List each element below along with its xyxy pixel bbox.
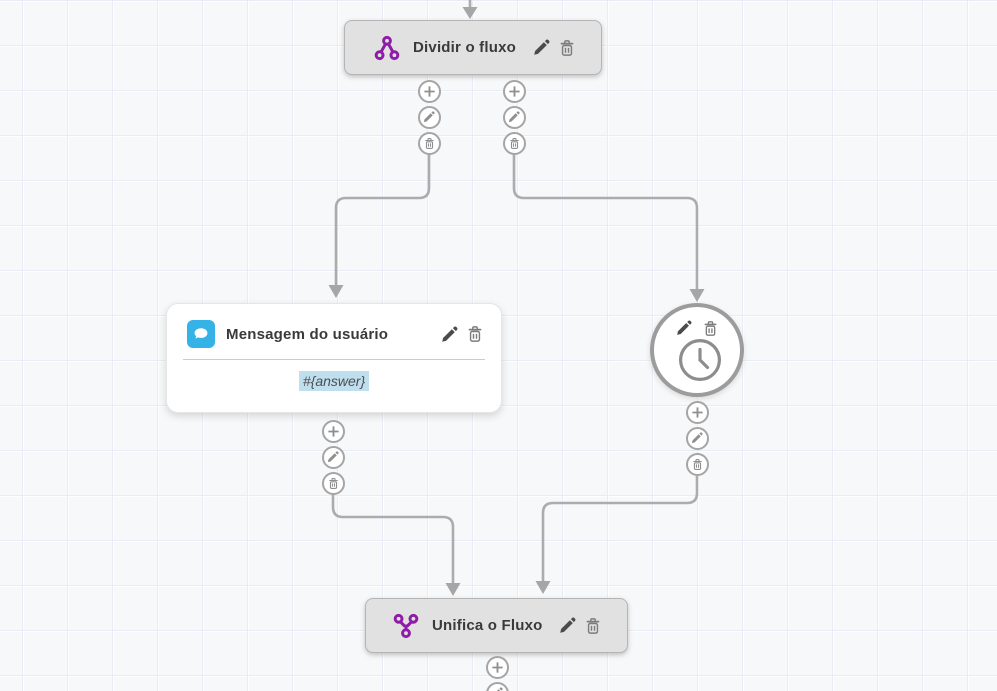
delete-node-button[interactable] (467, 325, 483, 343)
add-step-button[interactable] (417, 79, 441, 103)
clock-icon (677, 337, 723, 388)
connector-actions-split-left (417, 79, 441, 155)
split-flow-icon (374, 35, 400, 61)
delete-node-button[interactable] (559, 39, 575, 57)
add-step-button[interactable] (502, 79, 526, 103)
delete-connector-button[interactable] (417, 131, 441, 155)
arrowhead (689, 289, 705, 302)
connector-message-to-merge (331, 494, 455, 585)
edit-connector-button[interactable] (485, 681, 509, 691)
edit-node-button[interactable] (676, 320, 692, 337)
delete-connector-button[interactable] (321, 471, 345, 495)
delete-node-button[interactable] (703, 320, 718, 337)
edit-node-button[interactable] (559, 617, 576, 634)
delete-node-button[interactable] (585, 617, 601, 635)
connector-actions-timer (685, 400, 709, 476)
chat-bubble-icon (187, 320, 215, 348)
edit-connector-button[interactable] (321, 445, 345, 469)
edit-node-button[interactable] (533, 39, 550, 56)
arrowhead (535, 581, 551, 594)
delete-connector-button[interactable] (685, 452, 709, 476)
edit-connector-button[interactable] (685, 426, 709, 450)
edit-connector-button[interactable] (502, 105, 526, 129)
connector-actions-message (321, 419, 345, 495)
merge-flow-icon (393, 613, 419, 639)
add-step-button[interactable] (685, 400, 709, 424)
node-user-message[interactable]: Mensagem do usuário #{answer} (166, 303, 502, 413)
node-merge-flow[interactable]: Unifica o Fluxo (365, 598, 628, 653)
divider (183, 359, 485, 360)
delete-connector-button[interactable] (502, 131, 526, 155)
arrowhead (445, 583, 461, 596)
node-title: Unifica o Fluxo (432, 617, 543, 634)
edit-connector-button[interactable] (417, 105, 441, 129)
add-step-button[interactable] (321, 419, 345, 443)
message-variable-value: #{answer} (298, 371, 370, 391)
connector-actions-merge (485, 655, 509, 691)
connector-actions-split-right (502, 79, 526, 155)
node-split-flow[interactable]: Dividir o fluxo (344, 20, 602, 75)
connector-split-to-timer (512, 154, 699, 291)
arrowhead (462, 7, 478, 19)
node-timer[interactable] (650, 303, 744, 397)
connector-split-to-message (334, 154, 431, 287)
connector-timer-to-merge (541, 476, 699, 583)
arrowhead (328, 285, 344, 298)
add-step-button[interactable] (485, 655, 509, 679)
node-title: Dividir o fluxo (413, 39, 517, 56)
edit-node-button[interactable] (441, 326, 458, 343)
node-title: Mensagem do usuário (226, 325, 389, 343)
